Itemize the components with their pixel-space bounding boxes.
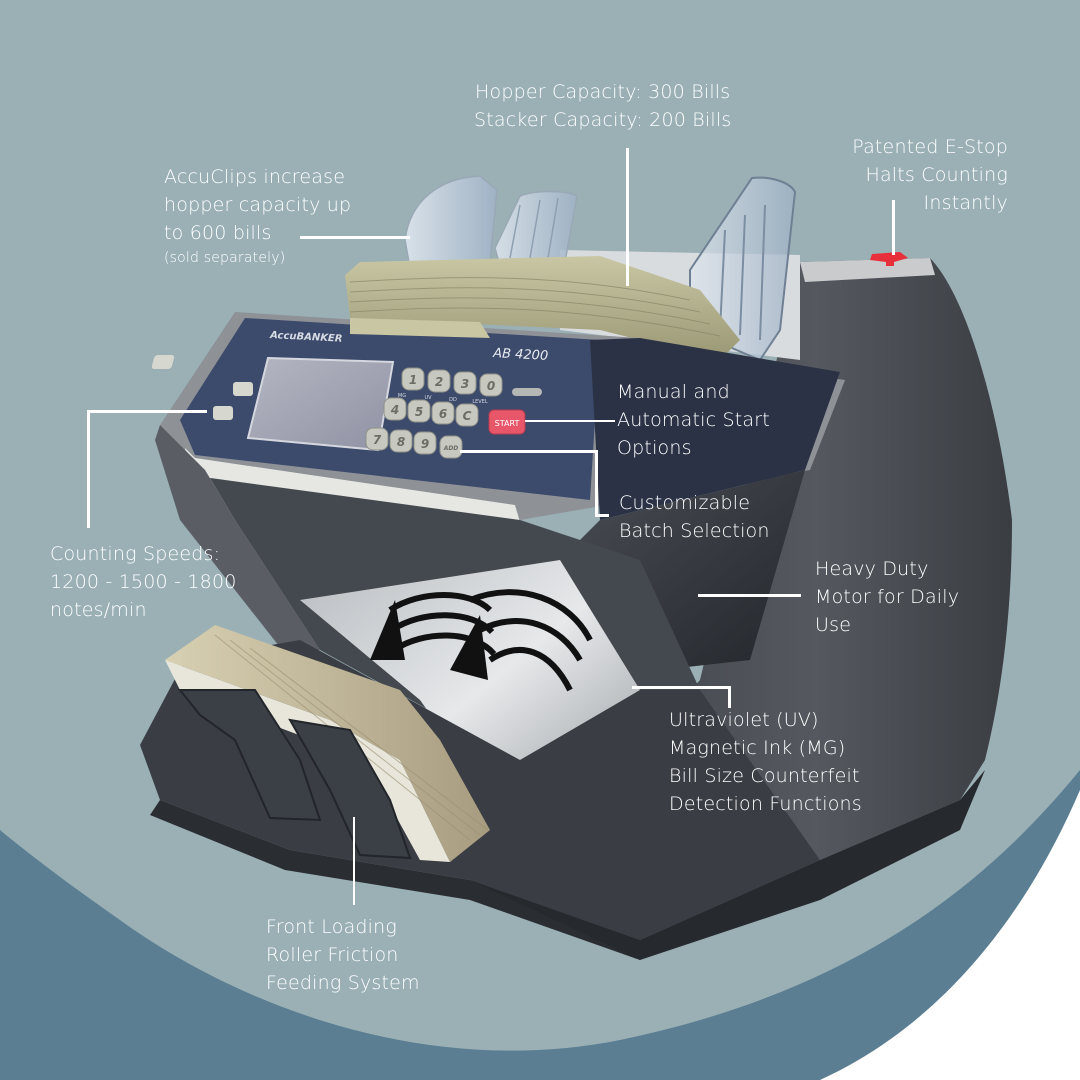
key-0: 0 <box>487 379 495 393</box>
key-2: 2 <box>435 375 443 389</box>
callout-speeds-line-2: 1200 - 1500 - 1800 <box>50 571 237 593</box>
callout-detection-line-3: Bill Size Counterfeit <box>669 765 860 787</box>
callout-accuclips-line-3: to 600 bills <box>164 222 272 244</box>
callout-start-line-3: Options <box>617 437 692 459</box>
leader-detection-h <box>632 686 730 689</box>
callout-accuclips-note: (sold separately) <box>164 250 286 266</box>
key-5: 5 <box>415 405 423 419</box>
callout-speeds-line-3: notes/min <box>50 599 147 621</box>
callout-speeds: Counting Speeds: 1200 - 1500 - 1800 note… <box>50 540 237 624</box>
estop-button <box>870 252 908 266</box>
callout-feeding: Front Loading Roller Friction Feeding Sy… <box>266 913 420 997</box>
leader-start <box>525 420 615 422</box>
callout-motor-line-3: Use <box>815 614 852 636</box>
key-add: ADD <box>443 445 459 452</box>
leader-capacity <box>626 148 629 286</box>
key-3: 3 <box>461 377 469 391</box>
callout-detection-line-2: Magnetic Ink (MG) <box>669 737 846 759</box>
callout-estop-line-3: Instantly <box>923 192 1008 214</box>
leader-batch-v <box>595 450 598 516</box>
callout-detection: Ultraviolet (UV) Magnetic Ink (MG) Bill … <box>669 706 862 818</box>
leader-batch-h <box>460 450 597 453</box>
key-7: 7 <box>373 433 382 447</box>
callout-motor-line-2: Motor for Daily <box>815 586 960 608</box>
callout-estop-line-1: Patented E-Stop <box>852 136 1008 158</box>
key-c: C <box>463 409 472 423</box>
key-sub-uv: UV <box>424 395 432 401</box>
key-6: 6 <box>439 407 447 421</box>
callout-accuclips-line-2: hopper capacity up <box>164 194 352 216</box>
callout-capacity: Hopper Capacity: 300 Bills Stacker Capac… <box>474 78 731 134</box>
callout-batch-line-2: Batch Selection <box>619 520 770 542</box>
callout-feeding-line-1: Front Loading <box>266 916 397 938</box>
callout-accuclips: AccuClips increase hopper capacity up to… <box>164 163 351 269</box>
key-sub-mg: MG <box>398 393 406 399</box>
callout-accuclips-line-1: AccuClips increase <box>164 166 346 188</box>
brand-logo: AccuBANKER <box>269 330 343 345</box>
leader-detection-v <box>728 686 731 708</box>
callout-feeding-line-2: Roller Friction <box>266 944 399 966</box>
callout-feeding-line-3: Feeding System <box>266 972 420 994</box>
model-label: AB 4200 <box>492 346 549 364</box>
leader-accuclips <box>300 236 410 239</box>
callout-motor-line-1: Heavy Duty <box>815 558 929 580</box>
leader-speeds-h <box>87 410 207 413</box>
key-8: 8 <box>397 435 405 449</box>
callout-estop: Patented E-Stop Halts Counting Instantly <box>852 133 1008 217</box>
leader-estop <box>892 200 895 255</box>
callout-estop-line-2: Halts Counting <box>865 164 1008 186</box>
leader-feeding <box>353 817 355 905</box>
callout-batch-line-1: Customizable <box>619 492 751 514</box>
key-sub-level: LEVEL <box>472 399 488 405</box>
leader-motor <box>698 594 801 597</box>
leader-batch-end <box>595 514 609 517</box>
key-sub-dd: DD <box>449 397 457 403</box>
callout-capacity-line-2: Stacker Capacity: 200 Bills <box>474 109 732 131</box>
callout-motor: Heavy Duty Motor for Daily Use <box>815 555 959 639</box>
key-9: 9 <box>421 437 429 451</box>
callout-start-line-2: Automatic Start <box>617 409 770 431</box>
callout-start-line-1: Manual and <box>617 381 730 403</box>
key-1: 1 <box>409 373 417 387</box>
start-key-label: START <box>495 419 520 428</box>
leader-speeds-v <box>87 410 90 528</box>
callout-detection-line-1: Ultraviolet (UV) <box>669 709 819 731</box>
callout-batch: Customizable Batch Selection <box>619 489 770 545</box>
callout-capacity-line-1: Hopper Capacity: 300 Bills <box>475 81 731 103</box>
callout-detection-line-4: Detection Functions <box>669 793 862 815</box>
callout-start-options: Manual and Automatic Start Options <box>617 378 770 462</box>
callout-speeds-line-1: Counting Speeds: <box>50 543 221 565</box>
start-key <box>488 409 526 435</box>
key-4: 4 <box>390 403 399 417</box>
